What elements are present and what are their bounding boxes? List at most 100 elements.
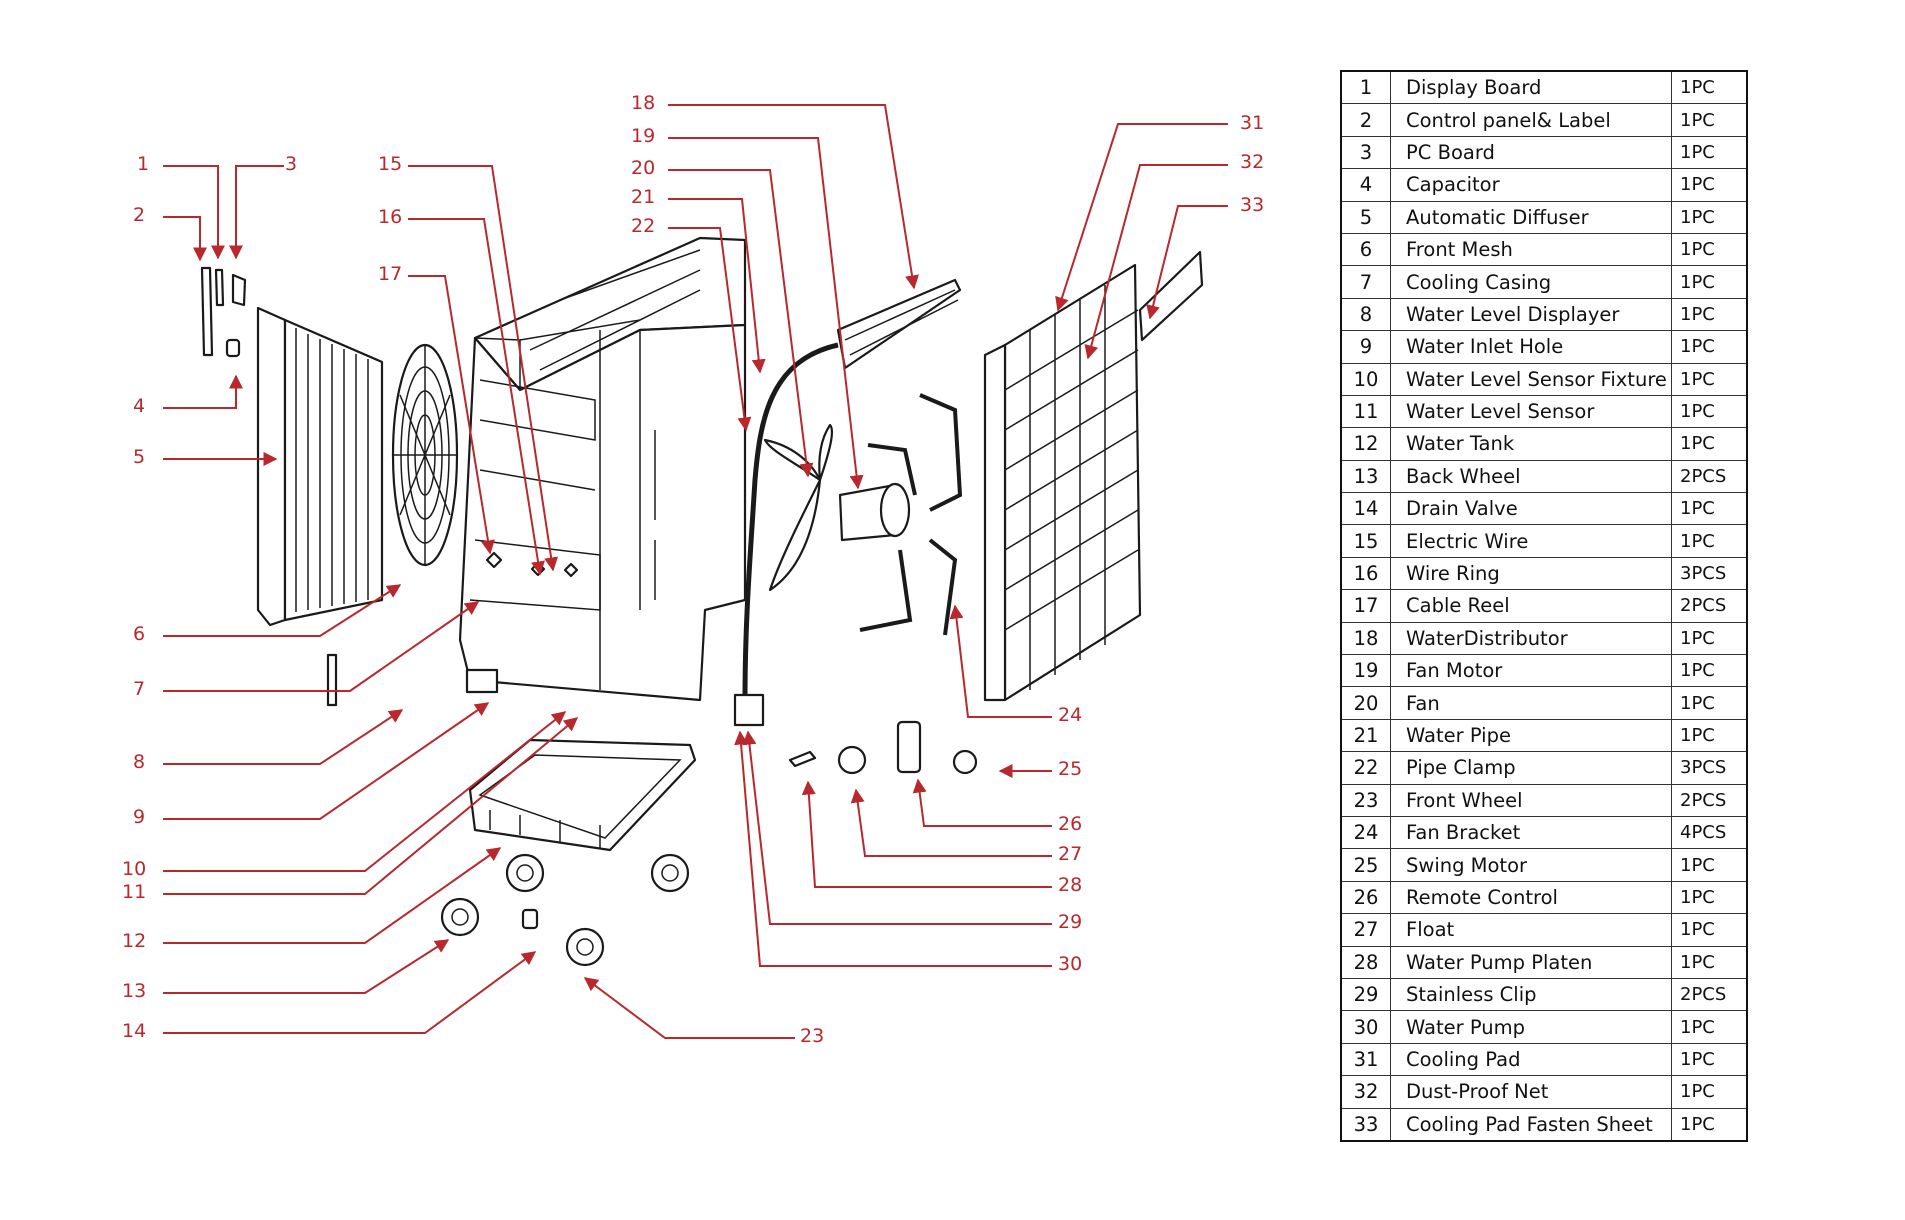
part-quantity: 1PC <box>1671 265 1748 299</box>
callout-number-32: 32 <box>1240 151 1264 173</box>
callout-number-24: 24 <box>1058 704 1082 726</box>
part-name: Cooling Casing <box>1390 265 1672 299</box>
leader-line-11 <box>163 717 579 895</box>
callout-number-28: 28 <box>1058 874 1082 896</box>
part-number: 28 <box>1340 945 1391 979</box>
callout-number-12: 12 <box>122 930 146 952</box>
leader-line-30 <box>734 730 1052 967</box>
part-number: 12 <box>1340 427 1391 461</box>
part-quantity: 1PC <box>1671 524 1748 558</box>
part-name: Water Level Displayer <box>1390 297 1672 332</box>
part-quantity: 3PCS <box>1671 751 1748 785</box>
part-number: 26 <box>1340 880 1391 915</box>
fan-and-motor <box>763 423 911 592</box>
part-quantity: 3PCS <box>1671 556 1748 591</box>
part-name: Control panel& Label <box>1390 103 1672 137</box>
part-quantity: 1PC <box>1671 686 1748 720</box>
leader-line-19 <box>668 137 864 490</box>
leader-line-9 <box>163 702 490 820</box>
part-number: 22 <box>1340 751 1391 785</box>
part-quantity: 1PC <box>1671 135 1748 170</box>
callout-number-30: 30 <box>1058 953 1082 975</box>
part-quantity: 1PC <box>1671 1107 1748 1142</box>
front-grille-assembly <box>256 306 384 627</box>
part-name: Cooling Pad Fasten Sheet <box>1390 1107 1672 1142</box>
part-name: Electric Wire <box>1390 524 1672 558</box>
leader-line-29 <box>742 730 1052 925</box>
leader-line-16 <box>408 218 545 576</box>
part-quantity: 1PC <box>1671 880 1748 915</box>
callout-leader-lines <box>163 104 1228 1039</box>
part-quantity: 1PC <box>1671 1075 1748 1109</box>
part-number: 33 <box>1340 1107 1391 1142</box>
part-name: Cooling Pad <box>1390 1042 1672 1077</box>
part-quantity: 1PC <box>1671 945 1748 979</box>
part-name: Front Mesh <box>1390 232 1672 267</box>
leader-line-32 <box>1084 164 1228 360</box>
display-panel-parts <box>200 266 247 358</box>
part-number: 31 <box>1340 1042 1391 1077</box>
callout-number-17: 17 <box>378 263 402 285</box>
callout-number-27: 27 <box>1058 843 1082 865</box>
leader-line-20 <box>668 169 814 478</box>
callout-number-33: 33 <box>1240 194 1264 216</box>
part-quantity: 1PC <box>1671 913 1748 947</box>
callout-number-23: 23 <box>800 1025 824 1047</box>
callout-number-8: 8 <box>133 751 145 773</box>
part-name: Fan Motor <box>1390 654 1672 688</box>
callout-number-11: 11 <box>122 881 146 903</box>
part-name: Pipe Clamp <box>1390 751 1672 785</box>
cooling-casing-body <box>458 236 747 702</box>
callout-number-13: 13 <box>122 980 146 1002</box>
callout-number-15: 15 <box>378 153 402 175</box>
part-name: PC Board <box>1390 135 1672 170</box>
part-number: 16 <box>1340 556 1391 591</box>
callout-number-5: 5 <box>133 446 145 468</box>
leader-line-23 <box>583 977 795 1039</box>
part-number: 8 <box>1340 297 1391 332</box>
part-name: Cable Reel <box>1390 589 1672 623</box>
part-number: 20 <box>1340 686 1391 720</box>
part-quantity: 1PC <box>1671 654 1748 688</box>
part-quantity: 1PC <box>1671 168 1748 202</box>
leader-line-10 <box>163 711 567 872</box>
part-name: Drain Valve <box>1390 492 1672 526</box>
leader-line-6 <box>163 584 402 637</box>
part-number: 25 <box>1340 848 1391 882</box>
part-number: 1 <box>1340 70 1391 105</box>
leader-line-1 <box>163 165 225 260</box>
part-name: WaterDistributor <box>1390 621 1672 656</box>
leader-line-15 <box>408 165 559 572</box>
part-number: 21 <box>1340 718 1391 753</box>
leader-line-4 <box>163 374 243 409</box>
leader-line-2 <box>163 216 207 262</box>
part-number: 6 <box>1340 232 1391 267</box>
callout-number-22: 22 <box>631 215 655 237</box>
callout-number-10: 10 <box>122 858 146 880</box>
leader-line-12 <box>163 847 502 944</box>
part-quantity: 1PC <box>1671 232 1748 267</box>
part-name: Float <box>1390 913 1672 947</box>
part-number: 27 <box>1340 913 1391 947</box>
part-name: Water Level Sensor <box>1390 394 1672 429</box>
callout-number-3: 3 <box>285 153 297 175</box>
